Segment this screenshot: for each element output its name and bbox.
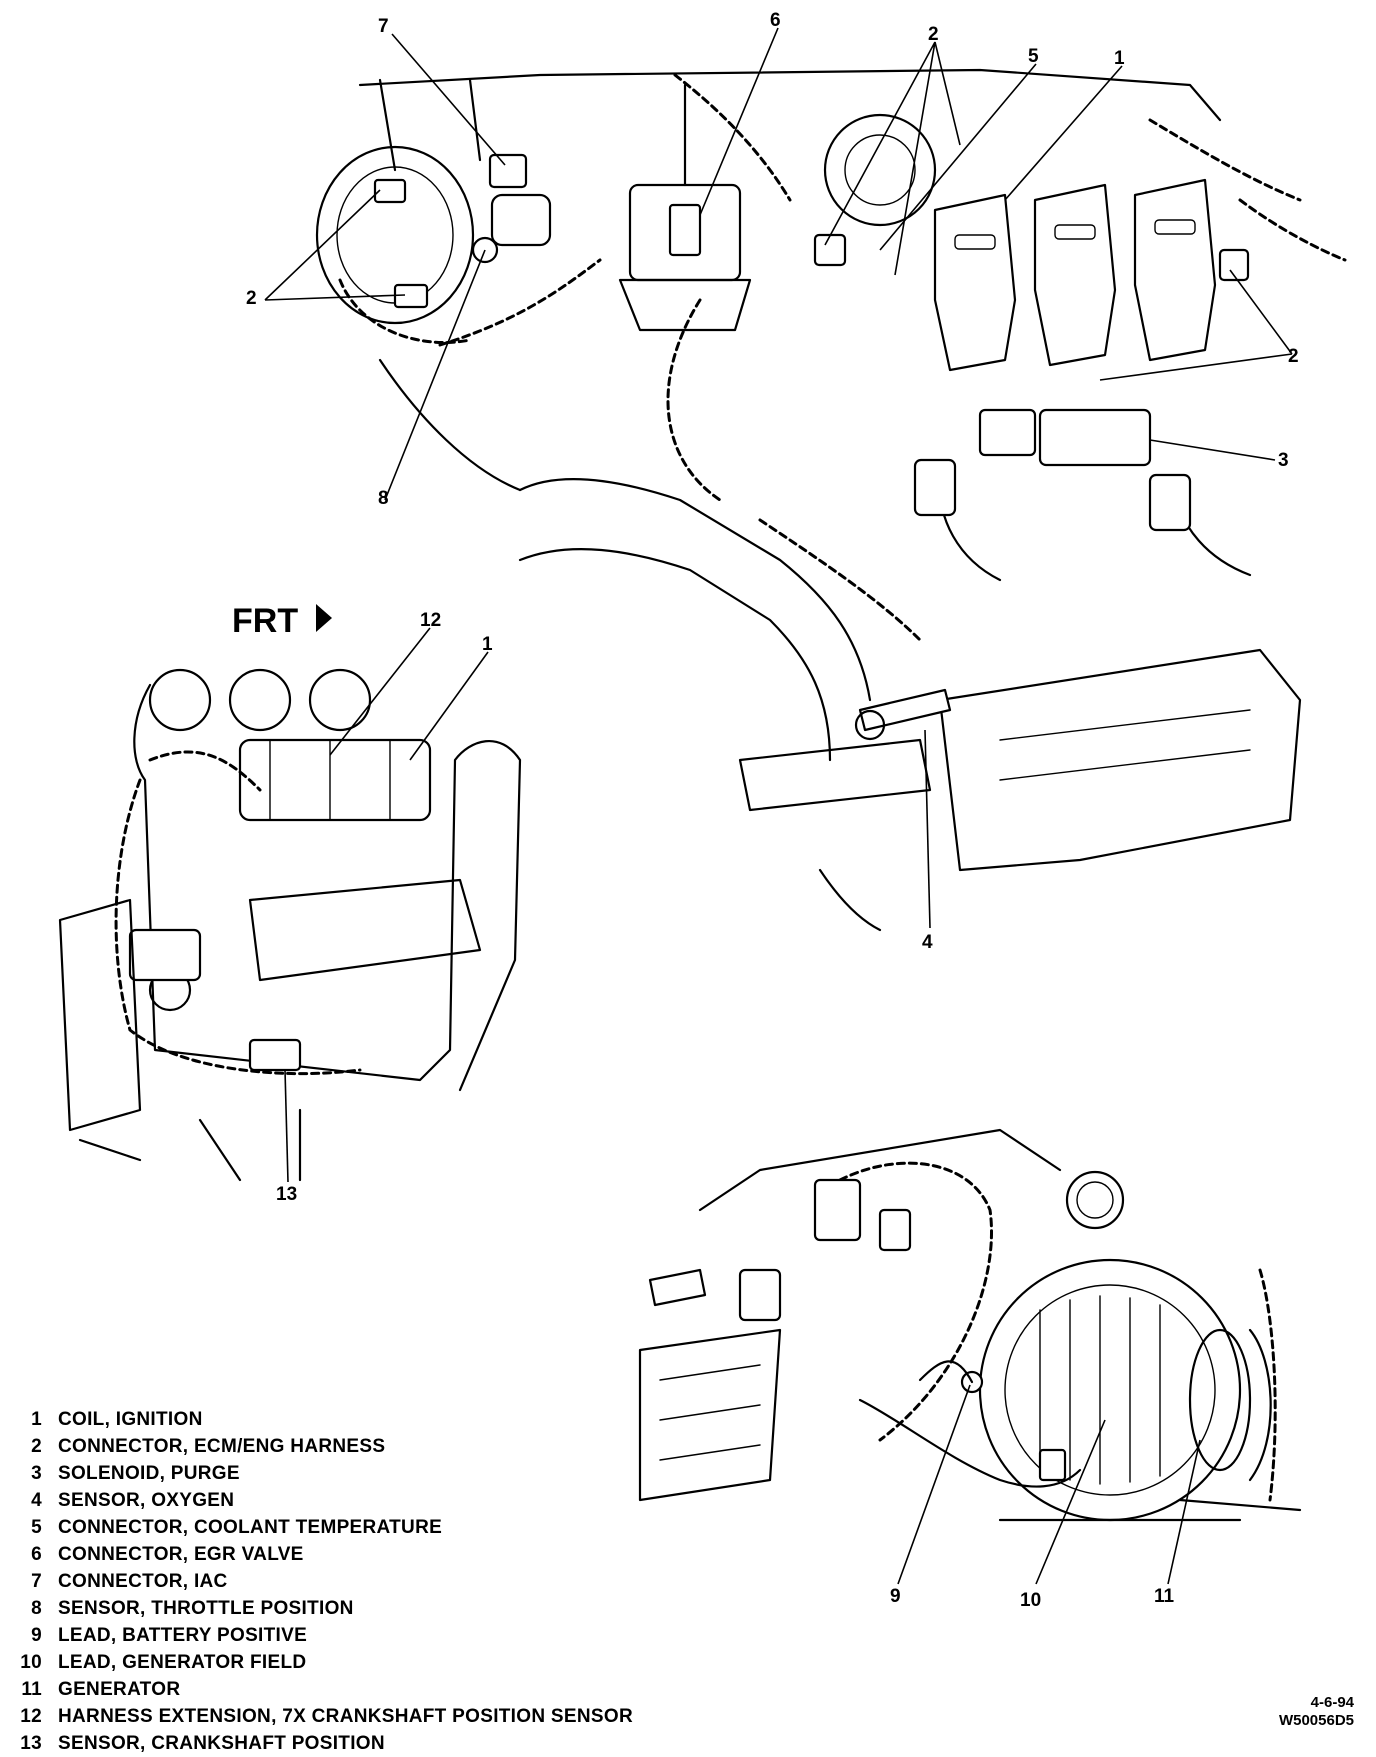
legend-item: 5 CONNECTOR, COOLANT TEMPERATURE — [12, 1514, 772, 1541]
legend-number: 13 — [20, 1733, 42, 1754]
fill-cap — [1065, 1170, 1125, 1230]
callout-1-front: 1 — [482, 634, 493, 655]
legend-text: COIL, IGNITION — [58, 1409, 203, 1430]
legend-item: 6 CONNECTOR, EGR VALVE — [12, 1541, 772, 1568]
legend-item: 12 HARNESS EXTENSION, 7X CRANKSHAFT POSIT… — [12, 1703, 772, 1730]
legend-number: 1 — [31, 1409, 42, 1430]
callout-11: 11 — [1154, 1586, 1175, 1607]
callout-1-top: 1 — [1114, 48, 1125, 69]
ignition-coil-pack — [933, 178, 1217, 372]
legend-text: LEAD, GENERATOR FIELD — [58, 1652, 307, 1673]
legend-text: LEAD, BATTERY POSITIVE — [58, 1625, 308, 1646]
callout-13: 13 — [276, 1184, 297, 1205]
legend-text: SOLENOID, PURGE — [58, 1463, 240, 1484]
crankshaft-position-sensor — [248, 1038, 302, 1072]
coil-pack-front — [238, 738, 432, 822]
coil-harness-connector — [1218, 248, 1250, 282]
cylinder-head — [938, 648, 1302, 872]
generator-view — [638, 1128, 1302, 1585]
legend-number: 3 — [31, 1463, 42, 1484]
callout-6: 6 — [770, 10, 781, 31]
generator-harness — [838, 1161, 993, 1442]
callout-4: 4 — [922, 932, 933, 953]
callout-7: 7 — [378, 16, 389, 37]
legend-text: CONNECTOR, ECM/ENG HARNESS — [58, 1436, 386, 1457]
legend-item: 11 GENERATOR — [12, 1676, 772, 1703]
engine-block-outline — [133, 683, 522, 1092]
callout-2-right: 2 — [1288, 346, 1299, 367]
crank-harness-extension — [114, 778, 362, 1076]
figure-code: W50056D5 — [1278, 1712, 1354, 1729]
legend-item: 2 CONNECTOR, ECM/ENG HARNESS — [12, 1433, 772, 1460]
legend-item: 4 SENSOR, OXYGEN — [12, 1487, 772, 1514]
legend-item: 1 COIL, IGNITION — [12, 1406, 772, 1433]
engine-rear-edge — [358, 68, 1222, 122]
legend-number: 2 — [31, 1436, 42, 1457]
legend-text: CONNECTOR, EGR VALVE — [58, 1544, 304, 1565]
legend-number: 4 — [31, 1490, 42, 1511]
figure-stamp: 4-6-94 W50056D5 — [1279, 1694, 1354, 1730]
legend-number: 8 — [31, 1598, 42, 1619]
legend-number: 10 — [20, 1652, 42, 1673]
legend-item: 8 SENSOR, THROTTLE POSITION — [12, 1595, 772, 1622]
legend-text: GENERATOR — [58, 1679, 181, 1700]
legend-text: SENSOR, THROTTLE POSITION — [58, 1598, 354, 1619]
top-engine-view — [315, 68, 1347, 932]
legend-number: 5 — [31, 1517, 42, 1538]
legend-item: 13 SENSOR, CRANKSHAFT POSITION — [12, 1730, 772, 1757]
harness-loom — [438, 258, 602, 347]
front-direction-arrow — [316, 604, 332, 632]
legend-item: 9 LEAD, BATTERY POSITIVE — [12, 1622, 772, 1649]
oxygen-sensor — [858, 688, 952, 732]
callout-3: 3 — [1278, 450, 1289, 471]
throttle-body — [315, 145, 475, 325]
harness-connector-upper — [373, 178, 407, 204]
legend-text: CONNECTOR, IAC — [58, 1571, 228, 1592]
intake-plenum-front — [248, 878, 482, 982]
callout-12: 12 — [420, 610, 441, 631]
throttle-position-sensor — [490, 193, 552, 247]
legend-text: CONNECTOR, COOLANT TEMPERATURE — [58, 1517, 443, 1538]
callout-2-top: 2 — [928, 24, 939, 45]
legend-number: 9 — [31, 1625, 42, 1646]
figure-date: 4-6-94 — [1310, 1694, 1354, 1711]
callout-8: 8 — [378, 488, 389, 509]
legend-item: 7 CONNECTOR, IAC — [12, 1568, 772, 1595]
generator-pulley — [1188, 1328, 1252, 1472]
callout-2-left: 2 — [246, 288, 257, 309]
generator-field-connector — [1038, 1448, 1067, 1482]
purge-solenoid — [1038, 408, 1152, 467]
intake-manifold-lower — [638, 1328, 782, 1502]
exhaust-manifold — [738, 738, 932, 812]
legend-number: 7 — [31, 1571, 42, 1592]
legend-number: 11 — [21, 1679, 42, 1700]
legend-text: SENSOR, CRANKSHAFT POSITION — [58, 1733, 385, 1754]
top-view-leaders — [264, 27, 1293, 929]
legend-item: 3 SOLENOID, PURGE — [12, 1460, 772, 1487]
callout-10: 10 — [1020, 1590, 1041, 1611]
legend-number: 12 — [20, 1706, 42, 1727]
callout-9: 9 — [890, 1586, 901, 1607]
legend-text: SENSOR, OXYGEN — [58, 1490, 235, 1511]
harness-connector-generator — [813, 1178, 862, 1242]
iac-connector — [488, 153, 528, 189]
component-legend: 1 COIL, IGNITION 2 CONNECTOR, ECM/ENG HARNE… — [12, 1406, 772, 1757]
harness-connector-lower — [393, 283, 429, 309]
coolant-temp-connector — [813, 233, 847, 267]
legend-text: HARNESS EXTENSION, 7X CRANKSHAFT POSITIO… — [58, 1706, 633, 1727]
callout-5: 5 — [1028, 46, 1039, 67]
intake-runner — [518, 477, 872, 702]
generator-body — [978, 1258, 1242, 1522]
front-engine-view — [58, 627, 522, 1183]
legend-number: 6 — [31, 1544, 42, 1565]
legend-item: 10 LEAD, GENERATOR FIELD — [12, 1649, 772, 1676]
front-orientation-label: FRT — [232, 602, 298, 640]
coolant-outlet — [823, 113, 937, 227]
